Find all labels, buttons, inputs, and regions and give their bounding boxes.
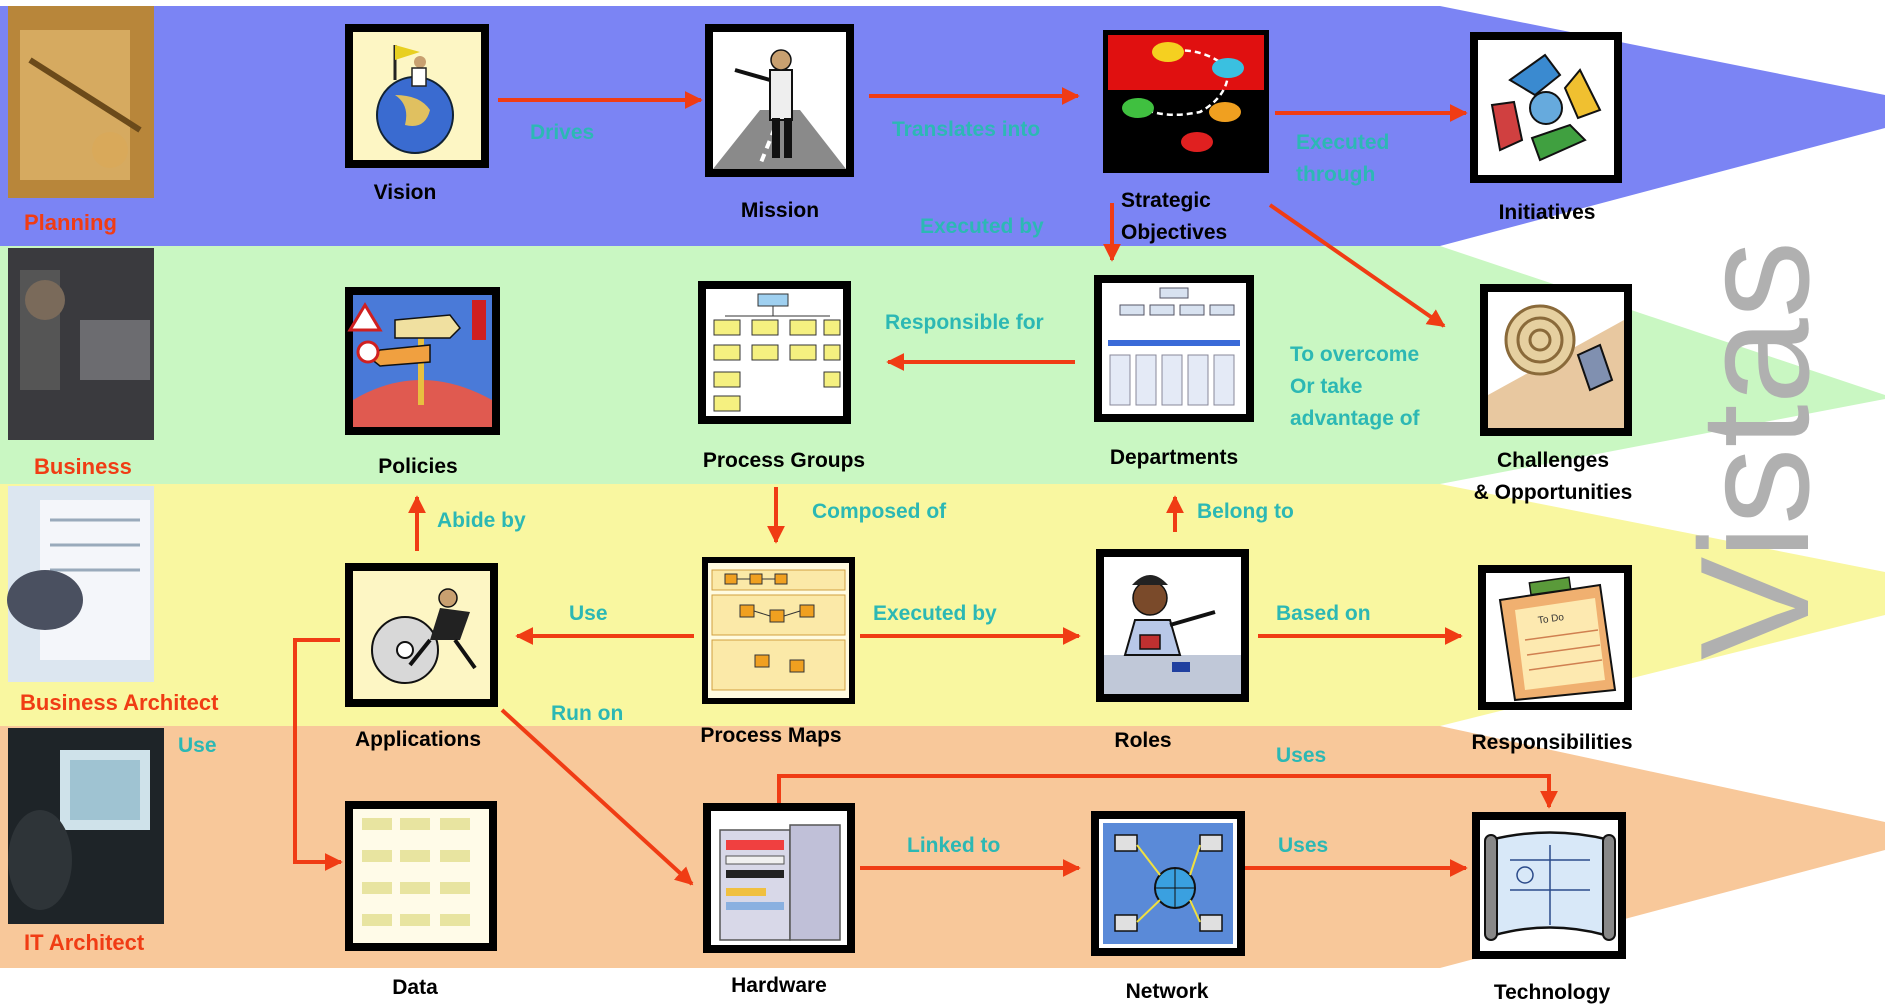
network-globe-icon	[1091, 811, 1245, 956]
data-label: Data	[392, 976, 438, 999]
data-node: Data	[345, 801, 497, 999]
network-label: Network	[1126, 980, 1209, 1003]
edge-label-composed-of: Composed of	[812, 500, 947, 523]
boulder-push-icon	[1480, 284, 1632, 436]
calendar-pen-photo	[8, 6, 154, 198]
process-chart-icon	[698, 281, 851, 424]
todo-text: To Do	[1537, 612, 1565, 627]
departments-label: Departments	[1110, 446, 1238, 469]
strategic-objectives-label-2: Objectives	[1121, 221, 1227, 244]
server-icon	[703, 803, 855, 953]
arrow-uses-top	[777, 774, 1558, 809]
edge-label-translates-into: Translates into	[892, 118, 1040, 141]
edge-label-linked-to: Linked to	[907, 834, 1000, 857]
edge-label-based-on: Based on	[1276, 602, 1371, 625]
process-maps-label: Process Maps	[700, 724, 841, 747]
process-maps-node: Process Maps	[700, 557, 855, 747]
edge-label-use-left: Use	[178, 734, 217, 757]
arrow-to-overcome	[1268, 203, 1446, 328]
hardware-node: Hardware	[703, 803, 855, 997]
org-chart-icon	[1094, 275, 1254, 422]
edge-label-executed-through-1: Executed	[1296, 131, 1389, 154]
edge-label-uses-bottom: Uses	[1278, 834, 1328, 857]
signpost-icon	[345, 287, 500, 435]
technology-label: Technology	[1494, 981, 1611, 1004]
arrow-use-left	[293, 638, 343, 871]
edge-label-abide-by: Abide by	[437, 509, 526, 532]
initiatives-label: Initiatives	[1499, 201, 1596, 224]
roles-node: Roles	[1096, 549, 1249, 752]
edge-label-overcome-3: advantage of	[1290, 407, 1421, 430]
departments-node: Departments	[1094, 275, 1254, 469]
process-groups-label: Process Groups	[703, 449, 865, 472]
edge-label-drives: Drives	[530, 121, 594, 144]
edge-label-run-on: Run on	[551, 702, 623, 725]
applications-node: Applications	[345, 563, 498, 751]
officer-icon	[1096, 549, 1249, 702]
band-label-it-architect: IT Architect	[24, 930, 145, 955]
process-groups-node: Process Groups	[698, 281, 865, 472]
challenges-node: Challenges & Opportunities	[1474, 284, 1633, 504]
applications-label: Applications	[355, 728, 481, 751]
band-label-planning: Planning	[24, 210, 117, 235]
responsibilities-label: Responsibilities	[1471, 731, 1632, 754]
recycle-arrows-icon	[1470, 32, 1622, 183]
vistas-watermark: Vistas	[1668, 241, 1841, 660]
band-label-business-architect: Business Architect	[20, 690, 219, 715]
document-hand-photo	[7, 486, 154, 682]
band-label-business: Business	[34, 454, 132, 479]
arrow-run-on	[500, 708, 694, 886]
edge-label-executed-by-mid: Executed by	[873, 602, 997, 625]
responsibilities-node: To Do Responsibilities	[1471, 565, 1633, 754]
policies-label: Policies	[378, 455, 457, 478]
process-map-icon	[702, 557, 855, 704]
network-node: Network	[1091, 811, 1245, 1003]
edge-label-uses-top: Uses	[1276, 744, 1326, 767]
edge-label-use-mid: Use	[569, 602, 608, 625]
vision-node: Vision	[345, 24, 489, 204]
strategic-objectives-label-1: Strategic	[1121, 189, 1211, 212]
challenges-label-2: & Opportunities	[1474, 481, 1633, 504]
cd-runner-icon	[345, 563, 498, 707]
roles-label: Roles	[1114, 729, 1171, 752]
pointing-man-road-icon	[705, 24, 854, 177]
computer-user-photo	[8, 728, 164, 924]
strategy-map-icon	[1103, 30, 1269, 173]
edge-label-overcome-1: To overcome	[1290, 343, 1419, 366]
technology-node: Technology	[1472, 812, 1626, 1004]
challenges-label-1: Challenges	[1497, 449, 1609, 472]
initiatives-node: Initiatives	[1470, 32, 1622, 224]
blueprint-scroll-icon	[1472, 812, 1626, 959]
mission-label: Mission	[741, 199, 819, 222]
policies-node: Policies	[345, 287, 500, 478]
edge-label-belong-to: Belong to	[1197, 500, 1294, 523]
strategic-objectives-node: Strategic Objectives	[1103, 30, 1269, 244]
data-table-icon	[345, 801, 497, 951]
edge-label-overcome-2: Or take	[1290, 375, 1362, 398]
edge-label-responsible-for: Responsible for	[885, 311, 1044, 334]
hardware-label: Hardware	[731, 974, 827, 997]
globe-flag-icon	[345, 24, 489, 168]
vision-label: Vision	[374, 181, 437, 204]
edge-label-executed-by-top: Executed by	[920, 215, 1044, 238]
edge-label-executed-through-2: through	[1296, 163, 1375, 186]
clipboard-todo-icon: To Do	[1478, 565, 1632, 710]
business-meeting-photo	[8, 248, 154, 440]
mission-node: Mission	[705, 24, 854, 222]
